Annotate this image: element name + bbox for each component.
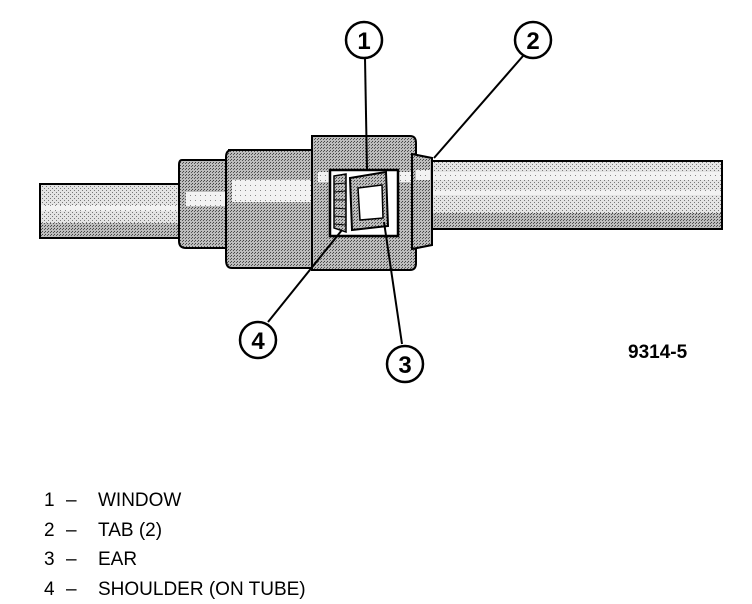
callout-3-number: 3 xyxy=(398,352,411,379)
right-tube xyxy=(432,161,722,229)
ear xyxy=(350,172,388,230)
leader-line-2 xyxy=(434,56,523,158)
legend-text: TAB (2) xyxy=(98,516,162,546)
legend-text: EAR xyxy=(98,545,137,575)
legend-separator: – xyxy=(66,575,98,604)
left-collar xyxy=(179,160,232,248)
legend-separator: – xyxy=(66,516,98,546)
callout-3: 3 xyxy=(387,346,423,382)
legend-item: 4 – SHOULDER (ON TUBE) xyxy=(44,575,306,604)
legend-separator: – xyxy=(66,545,98,575)
legend-item: 2 – TAB (2) xyxy=(44,516,306,546)
callout-4-number: 4 xyxy=(251,328,265,355)
shoulder xyxy=(334,174,346,232)
legend: 1 – WINDOW 2 – TAB (2) 3 – EAR 4 – SHOUL… xyxy=(44,486,306,604)
legend-text: SHOULDER (ON TUBE) xyxy=(98,575,306,604)
callout-1-number: 1 xyxy=(357,28,370,55)
legend-item: 1 – WINDOW xyxy=(44,486,306,516)
legend-number: 3 xyxy=(44,545,66,575)
left-tube xyxy=(40,184,182,238)
connector-illustration: 1 2 3 4 9314-5 xyxy=(0,0,752,470)
callout-2-number: 2 xyxy=(526,28,539,55)
tab-retainer xyxy=(412,154,432,249)
callout-2: 2 xyxy=(515,22,551,58)
window xyxy=(330,170,398,236)
callout-4: 4 xyxy=(240,322,276,358)
legend-item: 3 – EAR xyxy=(44,545,306,575)
legend-separator: – xyxy=(66,486,98,516)
legend-number: 1 xyxy=(44,486,66,516)
figure-code: 9314-5 xyxy=(628,342,688,363)
legend-number: 2 xyxy=(44,516,66,546)
legend-text: WINDOW xyxy=(98,486,181,516)
callout-1: 1 xyxy=(346,22,382,58)
legend-number: 4 xyxy=(44,575,66,604)
